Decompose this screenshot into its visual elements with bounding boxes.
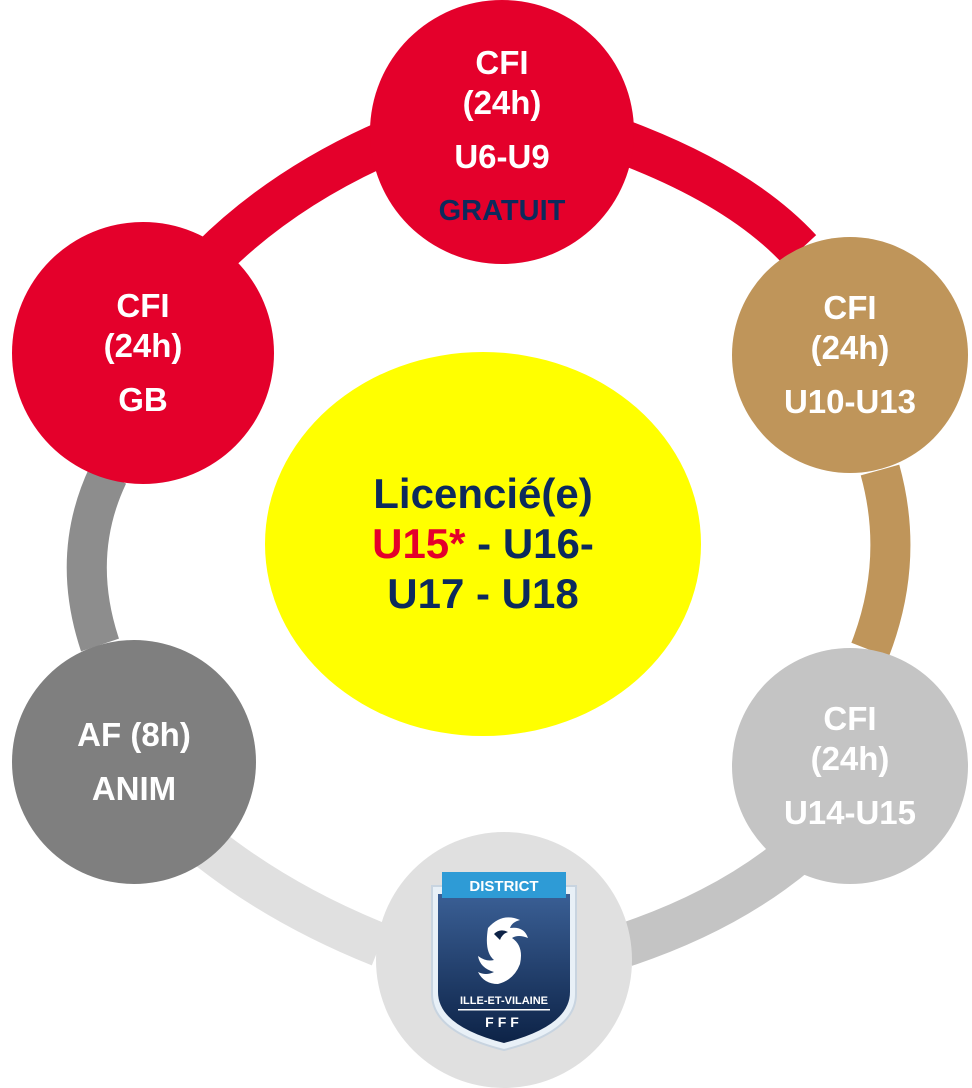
node-cfi-u14-u15: CFI (24h) U14-U15 [732, 648, 968, 884]
ring-segment-top-right [610, 119, 817, 266]
node-top-title: CFI [475, 44, 529, 81]
node-top-right-title: CFI [823, 289, 877, 326]
node-top-left-duration: (24h) [103, 327, 183, 364]
node-top-category: U6-U9 [454, 138, 550, 175]
node-cfi-u10-u13: CFI (24h) U10-U13 [732, 237, 968, 473]
node-cfi-gb: CFI (24h) GB [12, 222, 274, 484]
ring-segment-bottom-right [618, 833, 815, 966]
node-top-right-duration: (24h) [810, 329, 890, 366]
center-line-3: U17 - U18 [387, 570, 579, 617]
ring-segment-left [66, 466, 127, 652]
district-logo: DISTRICT ILLE-ET-VILAINE FFF [431, 872, 577, 1052]
ring-segment-bottom-left [191, 827, 389, 966]
logo-region-text: ILLE-ET-VILAINE [460, 995, 548, 1007]
logo-divider [458, 1009, 550, 1011]
banner-shape [442, 872, 566, 898]
center-line-2-rest: - U16- [465, 520, 594, 567]
center-highlight-u15: U15* [372, 520, 466, 567]
center-line-1: Licencié(e) [373, 470, 593, 517]
node-bottom-left-category: ANIM [91, 770, 177, 807]
node-top-right-category: U10-U13 [783, 383, 917, 420]
logo-banner-text: DISTRICT [469, 878, 538, 895]
node-top-left-category: GB [118, 381, 168, 418]
node-bottom-right-duration: (24h) [810, 740, 890, 777]
node-bottom-left-title: AF (8h) [77, 716, 191, 753]
center-line-2: U15* - U16- [372, 519, 594, 569]
node-bottom-right-category: U14-U15 [783, 794, 917, 831]
ring-segment-top-left [194, 124, 390, 276]
logo-federation-text: FFF [485, 1014, 523, 1030]
ring-segment-right [851, 464, 911, 658]
node-top-left-title: CFI [116, 287, 170, 324]
center-ellipse: Licencié(e) U15* - U16- U17 - U18 [265, 352, 701, 736]
node-af-anim: AF (8h) ANIM [12, 640, 256, 884]
node-top-duration: (24h) [462, 84, 542, 121]
rooster-crest-icon [478, 917, 528, 984]
node-cfi-u6-u9: CFI (24h) U6-U9 GRATUIT [370, 0, 634, 264]
node-bottom-right-title: CFI [823, 700, 877, 737]
node-top-price: GRATUIT [438, 195, 566, 227]
